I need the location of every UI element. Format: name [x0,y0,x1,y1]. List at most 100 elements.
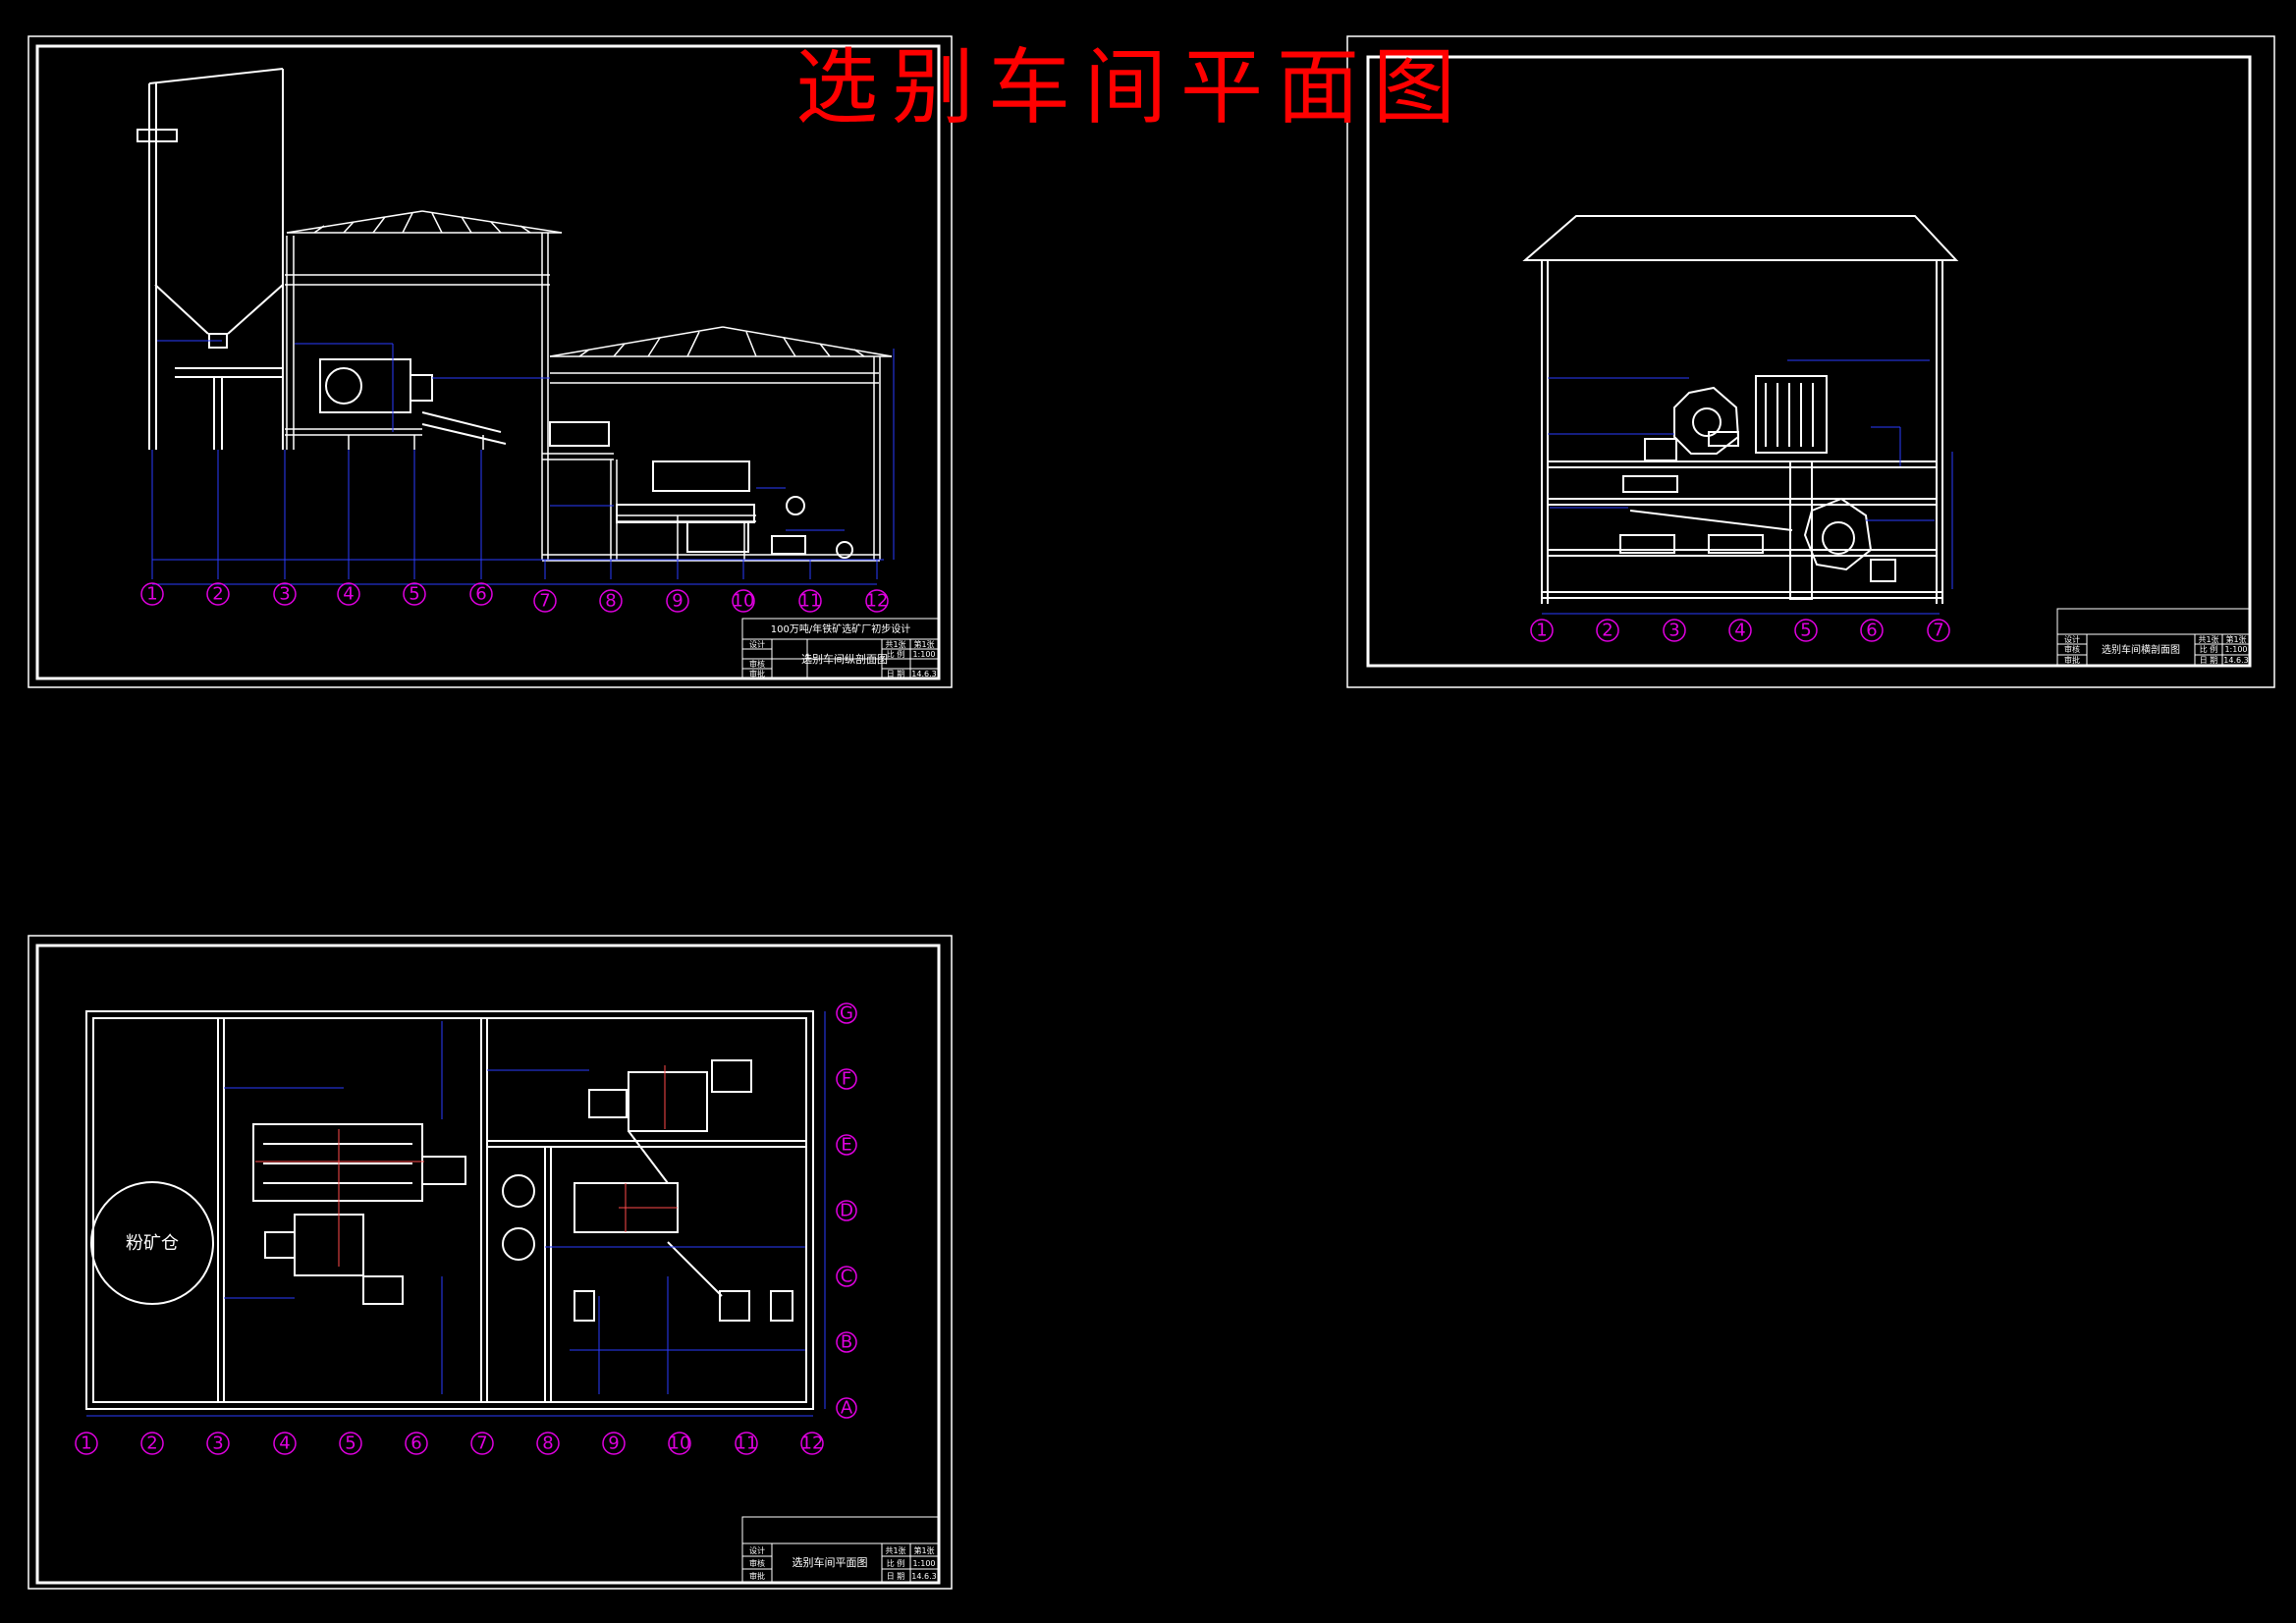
sheet-b-dimensions [1542,359,1953,615]
sheet-longitudinal-section: 1 2 3 4 5 6 7 8 9 10 11 12 100万吨 [27,35,953,688]
thickener-box [1755,375,1828,454]
sheet-b-axis-label: 5 [1800,621,1811,641]
sheet-b-outer-frame [1346,35,2275,688]
sheet-b-axis-label: 1 [1536,621,1547,641]
sheet-c-axis-label: 6 [410,1434,421,1454]
sheet-c-axis-label: 9 [608,1434,619,1454]
sheet-a-axis-label: 12 [866,591,889,612]
sheet-b-inner-frame [1366,55,2252,668]
sheet-c-row-label: F [842,1069,851,1090]
sheet-c-cell: 日 期 [887,1572,905,1581]
sheet-c-title-block [741,1516,940,1584]
sheet-a-project-name: 100万吨/年铁矿选矿厂初步设计 [771,622,910,635]
sheet-a-axis-label: 9 [672,591,683,612]
sheet-a-axis-label: 1 [146,584,157,605]
sheet-b-axis-label: 4 [1734,621,1745,641]
sheet-b-role: 设计 [2064,634,2080,644]
sheet-a-dimensions [152,340,895,561]
sheet-c-axis-label: 1 [81,1434,91,1454]
fine-ore-bin [90,1181,214,1305]
sheet-b-axis-label: 3 [1668,621,1679,641]
sheet-a-silo-tower [137,68,284,450]
sheet-a-axis-label: 3 [279,584,290,605]
sheet-a-axis-label: 10 [733,591,755,612]
sheet-a-role: 审批 [749,669,765,678]
sheet-a-axis-label: 2 [212,584,223,605]
sheet-b-drawing-name: 选别车间横剖面图 [2102,643,2180,656]
sheet-a-cell: 14.6.3 [911,670,936,678]
sheet-c-axis-label: 7 [476,1434,487,1454]
sheet-b-axis-bubbles [1530,619,1950,642]
sheet-b-axis-label: 7 [1933,621,1943,641]
sheet-a-axis-label: 8 [605,591,616,612]
sheet-c-row-label: G [840,1003,853,1024]
sheet-b-role: 审核 [2064,644,2080,654]
sheet-a-axis-bubbles [140,582,889,613]
sheet-c-role: 审批 [749,1571,765,1581]
sheet-a-equipment [319,358,853,559]
spiral-classifier [549,421,610,447]
sheet-c-axis-label: 5 [345,1434,355,1454]
sheet-c-outer-frame [27,935,953,1590]
sheet-b-cell: 共1张 [2198,635,2218,644]
sheet-b-axis-label: 2 [1602,621,1613,641]
sheet-a-cell: 比 例 [887,649,905,659]
ball-mill-plan [294,1214,364,1276]
ball-mill-end-view [1673,386,1740,455]
sheet-c-cell: 1:100 [912,1559,935,1568]
ball-mill [319,358,411,413]
sheet-c-axis-label: 3 [212,1434,223,1454]
sheet-c-cell: 第1张 [913,1545,934,1555]
sheet-c-cell: 14.6.3 [911,1572,936,1581]
sheet-a-cell: 第1张 [913,639,934,649]
sheet-c-axis-label: 8 [542,1434,553,1454]
sheet-c-cell: 共1张 [885,1546,905,1555]
sheet-a-role: 审核 [749,659,765,669]
sheet-c-cell: 比 例 [887,1558,905,1568]
sheet-a-roof-truss-left [285,210,563,560]
sheet-c-axis-bubbles-bottom [75,1432,824,1455]
sheet-c-drawing-name: 选别车间平面图 [793,1555,868,1569]
sheet-a-axis-label: 7 [539,591,550,612]
sheet-a-structure [285,236,880,562]
sheet-b-cell: 日 期 [2200,656,2218,665]
sheet-floor-plan: 1 2 3 4 5 6 7 8 9 10 11 12 G F E D C B A [27,935,953,1590]
sheet-c-row-label: D [840,1201,853,1221]
sheet-a-cell: 共1张 [885,640,905,649]
sheet-b-role: 审批 [2064,655,2080,665]
sheet-a-title-block [741,618,940,679]
sheet-a-inner-frame [35,44,941,680]
sheet-b-axis-label: 6 [1866,621,1877,641]
sheet-c-role: 审核 [749,1558,765,1568]
sheet-a-grid-axes [151,450,878,585]
sheet-a-roof-truss-right [549,326,893,560]
sheet-c-axis-labels-right: G F E D C B A [840,1003,853,1419]
sheet-c-row-label: B [841,1332,852,1353]
sheet-b-cell: 14.6.3 [2223,656,2248,665]
sheet-c-row-label: E [841,1135,851,1156]
flotation-cell-1 [652,460,750,492]
sheet-a-role: 设计 [749,639,765,649]
sheet-c-dimensions [86,1011,826,1417]
flotation-cell-2 [616,504,755,523]
sheet-a-cell: 1:100 [912,650,935,659]
sheet-a-axis-label: 4 [343,584,354,605]
sheet-c-axis-bubbles-right [836,1002,857,1419]
sheet-b-building [1522,215,1959,604]
sheet-a-cell: 日 期 [887,670,905,678]
regrind-mill-plan [628,1071,708,1132]
sheet-b-cell: 1:100 [2224,645,2247,654]
sheet-a-axis-label: 11 [799,591,822,612]
sheet-a-axis-label: 6 [475,584,486,605]
sheet-c-axis-labels-bottom: 1 2 3 4 5 6 7 8 9 10 11 12 [81,1434,823,1454]
sheet-cross-section: 1 2 3 4 5 6 7 选别车间横剖面图 设计 审核 审批 共1张 第1张 … [1346,35,2275,688]
sheet-b-axis-labels: 1 2 3 4 5 6 7 [1536,621,1943,641]
sheet-a-axis-label: 5 [409,584,419,605]
sheet-b-title-block [2056,608,2251,667]
sheet-a-outer-frame [27,35,953,688]
sheet-b-cell: 比 例 [2200,644,2218,654]
sheet-c-axis-label: 10 [669,1434,691,1454]
sheet-a-axis-labels: 1 2 3 4 5 6 7 8 9 10 11 12 [146,584,888,612]
sheet-c-row-label: C [841,1267,853,1287]
